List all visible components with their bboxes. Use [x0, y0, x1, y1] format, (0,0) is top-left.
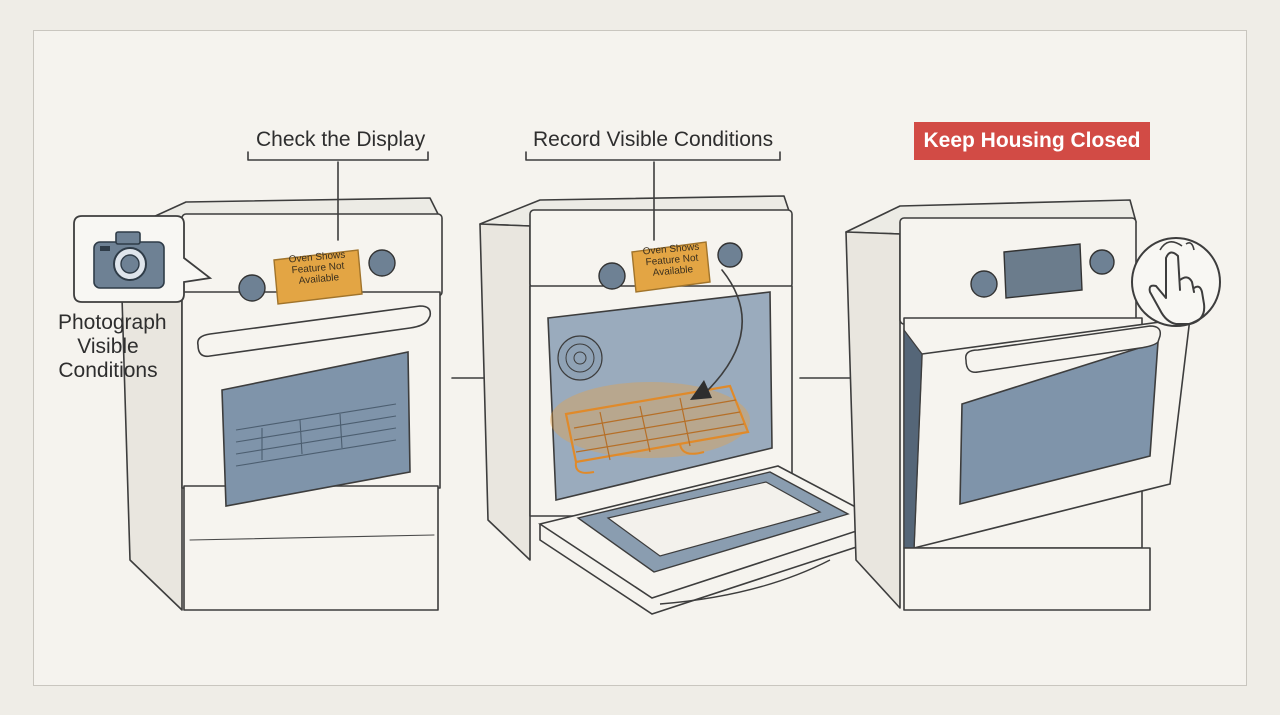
display-sticker — [631, 241, 711, 293]
camera-icon — [93, 231, 165, 289]
display-1-text: Oven Shows Feature Not Available — [288, 249, 346, 287]
oven-closed — [119, 151, 443, 611]
display-screen — [1003, 243, 1083, 299]
oven-window — [959, 340, 1159, 506]
oven-open — [479, 151, 887, 615]
hand-touch-icon — [1131, 237, 1221, 327]
oven-cavity — [547, 291, 773, 502]
oven-rack — [235, 403, 397, 467]
knob-left — [970, 270, 998, 298]
camera-callout — [73, 215, 213, 303]
oven-housing-closed — [845, 199, 1191, 611]
step-2-title: Record Visible Conditions — [533, 128, 774, 151]
knob-right — [1089, 249, 1115, 275]
oven-rack-glowing — [550, 382, 750, 474]
photo-note-label: Photograph Visible Conditions — [58, 311, 167, 382]
step-3-title-warning: Keep Housing Closed — [914, 122, 1150, 160]
knob-right — [368, 249, 396, 277]
knob-left — [598, 262, 626, 290]
knob-right — [717, 242, 743, 268]
knob-left — [238, 274, 266, 302]
step-1-title: Check the Display — [256, 128, 426, 151]
display-sticker — [273, 249, 363, 305]
display-2-text: Oven Shows Feature Not Available — [642, 241, 700, 279]
